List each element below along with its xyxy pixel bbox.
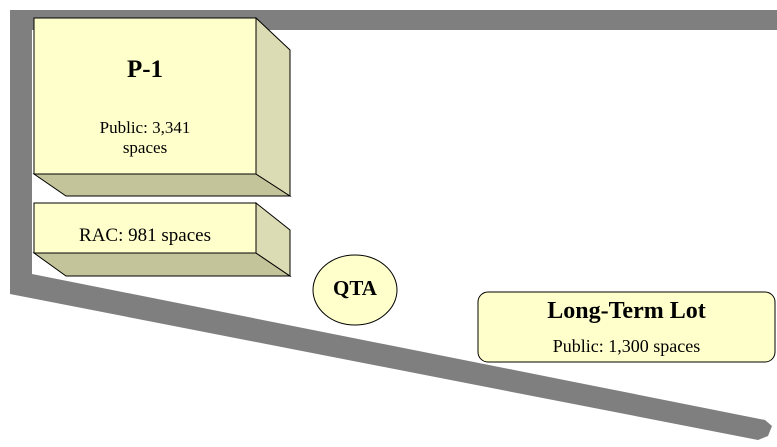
p1-box-face <box>33 17 257 175</box>
rac-box-bottom <box>32 252 292 277</box>
p1-box-side <box>255 16 291 197</box>
rac-label: RAC: 981 spaces <box>79 225 211 246</box>
long-term-lot-subtitle: Public: 1,300 spaces <box>552 336 701 356</box>
qta-label: QTA <box>333 276 377 300</box>
p1-subtitle: Public: 3,341 spaces <box>99 118 191 157</box>
rac-box-face <box>33 202 257 254</box>
road-left <box>10 10 32 294</box>
p1-title: P-1 <box>126 56 164 83</box>
road-diagonal <box>10 272 772 440</box>
qta-ellipse <box>312 254 398 326</box>
long-term-lot-title: Long-Term Lot <box>547 298 706 324</box>
p1-box-bottom <box>32 173 292 197</box>
long-term-lot-box <box>477 291 776 363</box>
